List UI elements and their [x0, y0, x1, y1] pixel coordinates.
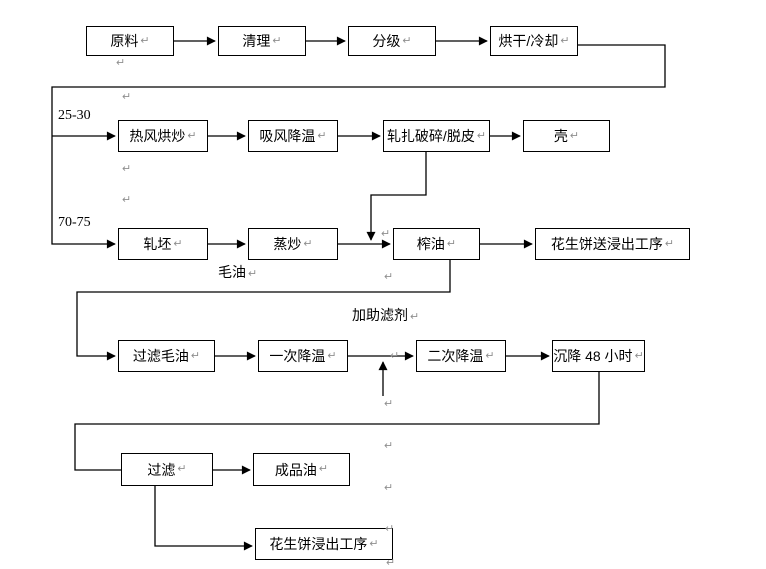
connector-lines — [51, 36, 666, 551]
paragraph-mark: ↵ — [384, 440, 394, 452]
paragraph-mark: ↵ — [476, 129, 487, 142]
flow-node-shell: 壳↵ — [523, 120, 610, 152]
node-label: 轧扎破碎/脱皮 — [386, 128, 475, 144]
node-label: 一次降温 — [269, 348, 326, 364]
node-label: 榨油 — [416, 236, 445, 252]
paragraph-mark: ↵ — [140, 34, 150, 47]
paragraph-mark: ↵ — [369, 537, 379, 550]
temperature-label-lower: 70-75 — [58, 215, 91, 230]
flow-node-crushing-dehulling: 轧扎破碎/脱皮↵ — [383, 120, 490, 152]
node-label: 二次降温 — [427, 348, 484, 364]
paragraph-mark: ↵ — [384, 398, 394, 410]
flow-node-grading: 分级↵ — [348, 26, 436, 56]
paragraph-mark: ↵ — [173, 237, 183, 250]
node-label: 热风烘炒 — [129, 128, 186, 144]
paragraph-mark: ↵ — [122, 91, 132, 103]
paragraph-mark: ↵ — [410, 311, 420, 323]
flow-node-first-cooling: 一次降温↵ — [258, 340, 348, 372]
paragraph-mark: ↵ — [446, 237, 457, 250]
flow-node-drying-cooling: 烘干/冷却↵ — [490, 26, 578, 56]
paragraph-mark: ↵ — [402, 34, 412, 47]
node-label: 分级 — [372, 33, 401, 49]
flow-node-filter-crude-oil: 过滤毛油↵ — [118, 340, 215, 372]
flow-node-raw-material: 原料↵ — [86, 26, 174, 56]
flow-node-cake-extraction: 花生饼浸出工序↵ — [255, 528, 393, 560]
flow-node-second-cooling: 二次降温↵ — [416, 340, 506, 372]
paragraph-mark: ↵ — [248, 268, 258, 280]
paragraph-mark: ↵ — [187, 129, 197, 142]
temperature-label-upper: 25-30 — [58, 108, 91, 123]
paragraph-mark: ↵ — [664, 237, 675, 250]
paragraph-mark: ↵ — [560, 34, 570, 47]
node-label: 蒸炒 — [273, 236, 302, 252]
paragraph-mark: ↵ — [272, 34, 282, 47]
paragraph-mark: ↵ — [384, 271, 394, 283]
node-label: 轧坯 — [143, 236, 172, 252]
crude-oil-label: 毛油↵ — [218, 264, 258, 280]
node-label: 过滤毛油 — [132, 348, 189, 364]
node-label: 原料 — [110, 33, 139, 49]
node-label: 吸风降温 — [259, 128, 316, 144]
paragraph-mark: ↵ — [385, 523, 395, 535]
flow-node-steaming-frying: 蒸炒↵ — [248, 228, 338, 260]
paragraph-mark: ↵ — [634, 349, 644, 362]
flow-node-settling-48h: 沉降 48 小时↵ — [552, 340, 645, 372]
paragraph-mark: ↵ — [303, 237, 313, 250]
node-label: 沉降 48 小时 — [553, 348, 633, 364]
paragraph-mark: ↵ — [317, 129, 327, 142]
paragraph-mark: ↵ — [116, 57, 126, 69]
paragraph-mark: ↵ — [122, 163, 132, 175]
flow-node-cake-to-extraction: 花生饼送浸出工序↵ — [535, 228, 690, 260]
flow-node-hot-air-roasting: 热风烘炒↵ — [118, 120, 208, 152]
node-label: 烘干/冷却 — [498, 33, 559, 49]
filter-aid-label: 加助滤剂↵ — [352, 307, 420, 323]
paragraph-mark: ↵ — [485, 349, 495, 362]
node-label: 花生饼送浸出工序 — [550, 236, 663, 252]
paragraph-mark: ↵ — [381, 228, 391, 240]
paragraph-mark: ↵ — [390, 350, 400, 362]
paragraph-mark: ↵ — [318, 463, 329, 475]
paragraph-mark: ↵ — [190, 349, 201, 362]
paragraph-mark: ↵ — [384, 482, 394, 494]
node-label: 清理 — [242, 33, 271, 49]
paragraph-mark: ↵ — [569, 129, 580, 142]
flow-node-suction-cooling: 吸风降温↵ — [248, 120, 338, 152]
node-label: 过滤 — [147, 461, 176, 478]
flow-node-flaking: 轧坯↵ — [118, 228, 208, 260]
paragraph-mark: ↵ — [327, 349, 337, 362]
flow-node-filtering: 过滤↵ — [121, 453, 213, 486]
flow-node-cleaning: 清理↵ — [218, 26, 306, 56]
paragraph-mark: ↵ — [386, 557, 396, 569]
node-label: 花生饼浸出工序 — [269, 536, 368, 552]
flow-node-oil-pressing: 榨油↵ — [393, 228, 480, 260]
paragraph-mark: ↵ — [177, 463, 187, 475]
node-label: 成品油 — [274, 461, 317, 478]
flow-node-finished-oil: 成品油↵ — [253, 453, 350, 486]
node-label: 壳 — [553, 128, 568, 144]
paragraph-mark: ↵ — [122, 194, 132, 206]
